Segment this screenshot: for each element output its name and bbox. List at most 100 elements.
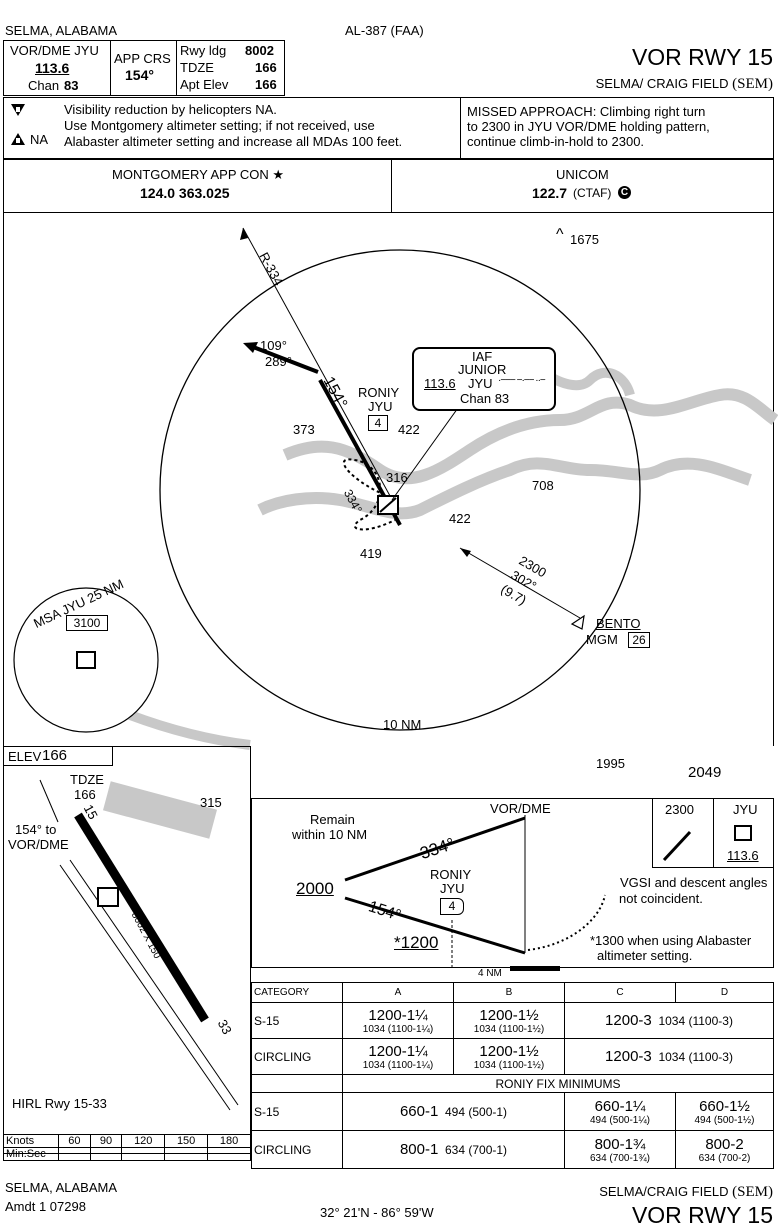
iaf-chan: Chan 83	[460, 391, 510, 406]
river	[537, 365, 635, 397]
nav-info-box	[3, 40, 285, 96]
missed-line: continue climb-in-hold to 2300.	[467, 134, 645, 149]
alt-note2: altimeter setting.	[597, 948, 693, 963]
knots-value: 120	[121, 1134, 166, 1148]
msa-vor-icon	[76, 651, 96, 669]
footer-airport-id: (SEM)	[732, 1184, 773, 1200]
min-sub: 1034 (1100-1¼)	[362, 1059, 434, 1071]
app-crs-label: APP CRS	[114, 51, 171, 66]
divider	[460, 97, 461, 159]
note-line: Use Montgomery altimeter setting; if not…	[64, 118, 375, 133]
morse-code: ·−−− −·−− ··−	[498, 375, 546, 386]
takeoff-minimums-icon	[11, 104, 25, 116]
elev-value: 166	[42, 747, 68, 764]
airport-name: SELMA/ CRAIG FIELD (SEM)	[596, 76, 773, 93]
min-main: 660-1¼	[594, 1097, 646, 1115]
obs-422: 422	[398, 422, 420, 437]
knots-value: 150	[164, 1134, 209, 1148]
footer-city: SELMA, ALABAMA	[5, 1180, 117, 1195]
remain-label2: within 10 NM	[292, 827, 368, 842]
obs-708: 708	[532, 478, 554, 493]
apt-elev-label: Apt Elev	[180, 77, 229, 92]
obs-2049: 2049	[688, 764, 722, 781]
hold-alt: 2300	[665, 802, 694, 817]
note-line: Alabaster altimeter setting and increase…	[64, 134, 403, 149]
minsec-value	[121, 1147, 166, 1161]
note-line: Visibility reduction by helicopters NA.	[64, 102, 277, 117]
missed-approach-path	[527, 894, 606, 951]
footer-airport-text: SELMA/CRAIG FIELD	[599, 1184, 729, 1199]
min-main: 1200-1½	[479, 1006, 539, 1024]
profile-frame	[251, 798, 774, 968]
profile-outbound	[344, 816, 526, 882]
dist-label: 4 NM	[478, 968, 502, 979]
tdze-value: 166	[74, 787, 96, 802]
profile-fix-id: JYU	[440, 881, 465, 896]
obs-316: 316	[386, 470, 408, 485]
hold-vor-icon	[734, 825, 752, 841]
obs-422b: 422	[449, 511, 471, 526]
hold-leg	[247, 343, 319, 374]
app-crs-value: 154°	[125, 67, 154, 83]
min-main: 660-1	[399, 1103, 439, 1120]
taxiway	[59, 864, 231, 1111]
airport-id: (SEM)	[732, 76, 773, 92]
min-sub: 634 (700-1)	[445, 1143, 508, 1157]
chan-value: 83	[64, 78, 79, 93]
obstacle-icon: ^	[556, 226, 564, 243]
nav-label: VOR/DME JYU	[10, 43, 99, 58]
river	[257, 457, 752, 520]
timing-table: Knots 60 90 120 150 180 Min:Sec	[3, 1134, 251, 1161]
elev-box	[3, 746, 113, 766]
ctaf-label: (CTAF)	[573, 186, 612, 200]
alt-na: NA	[30, 132, 49, 147]
iaf-box	[412, 347, 556, 411]
profile-fix-dme: 4	[440, 898, 464, 915]
min-sub: 634 (700-2)	[698, 1152, 751, 1164]
obs-419: 419	[360, 546, 382, 561]
footer-procedure: VOR RWY 15	[631, 1202, 773, 1228]
nav-freq: 113.6	[35, 60, 70, 76]
ctaf-icon: C	[618, 186, 631, 199]
msa-alt: 3100	[66, 615, 108, 631]
knots-value: 60	[58, 1134, 91, 1148]
comms-box	[3, 159, 774, 213]
header-volume: AL-387 (FAA)	[345, 23, 424, 38]
obs-1675: 1675	[570, 232, 599, 247]
bento-name: BENTO	[596, 616, 641, 631]
min-cell: 1200-3 1034 (1100-3)	[564, 1038, 774, 1075]
bento-fix-icon	[570, 614, 585, 630]
min-header: C	[564, 982, 676, 1003]
minsec-label: Min:Sec	[3, 1147, 59, 1161]
fix-id: JYU	[368, 399, 393, 414]
min-header: B	[453, 982, 565, 1003]
hold-freq: 113.6	[727, 848, 759, 863]
min-main: 1200-3	[605, 1012, 652, 1029]
min-sub: 1034 (1100-3)	[658, 1014, 733, 1028]
min-sub: 1034 (1100-3)	[658, 1050, 733, 1064]
minsec-value	[207, 1147, 251, 1161]
min-cell: 800-1 634 (700-1)	[342, 1130, 565, 1169]
min-sub: 494 (500-1½)	[694, 1114, 755, 1126]
min-header: D	[675, 982, 774, 1003]
divider	[713, 798, 714, 868]
tdze-value: 166	[255, 60, 277, 75]
knots-label: Knots	[3, 1134, 59, 1148]
runway-15-33	[74, 812, 209, 1023]
roniy-title: RONIY FIX MINIMUMS	[342, 1074, 774, 1093]
hold-turn-arrow	[662, 830, 692, 862]
minsec-value	[164, 1147, 209, 1161]
rwy-ldg-value: 8002	[245, 43, 274, 58]
min-sub: 494 (500-1¼)	[589, 1114, 651, 1126]
profile-fix: RONIY	[430, 867, 472, 882]
fix-dme: 4	[368, 415, 388, 431]
hold-outbound: 289°	[265, 354, 292, 369]
missed-line: to 2300 in JYU VOR/DME holding pattern,	[467, 119, 710, 134]
min-main: 800-2	[705, 1135, 744, 1153]
